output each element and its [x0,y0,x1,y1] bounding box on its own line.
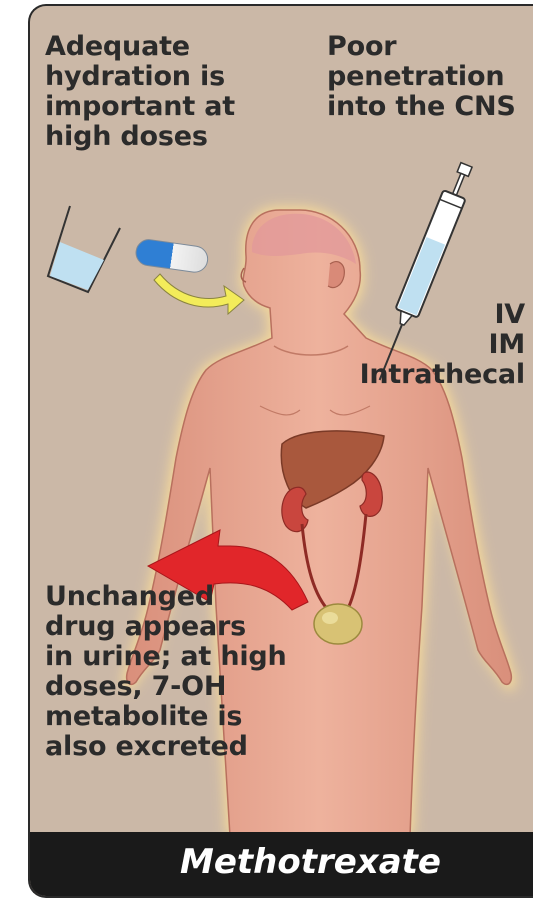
routes-label: IV IM Intrathecal [360,300,525,390]
cns-line: Poor [327,32,516,62]
hydration-line: important at [45,92,235,122]
excretion-line: in urine; at high [45,642,287,672]
excretion-line: also excreted [45,732,287,762]
excretion-line: doses, 7-OH [45,672,287,702]
excretion-line: Unchanged [45,582,287,612]
diagram-panel: Adequate hydration is important at high … [28,4,533,898]
excretion-line: drug appears [45,612,287,642]
route-intrathecal: Intrathecal [360,360,525,390]
hydration-label: Adequate hydration is important at high … [45,32,235,152]
route-im: IM [360,330,525,360]
curved-arrow-icon [154,274,244,314]
hydration-line: Adequate [45,32,235,62]
excretion-label: Unchanged drug appears in urine; at high… [45,582,287,762]
excretion-line: metabolite is [45,702,287,732]
cns-line: into the CNS [327,92,516,122]
water-glass-icon [48,206,120,292]
bladder-icon [314,604,362,644]
pill-capsule-icon [134,238,209,274]
cns-line: penetration [327,62,516,92]
hydration-line: hydration is [45,62,235,92]
route-iv: IV [360,300,525,330]
drug-title: Methotrexate [180,840,441,884]
hydration-line: high doses [45,122,235,152]
cns-label: Poor penetration into the CNS [327,32,516,122]
footer-bar: Methotrexate [30,832,533,896]
